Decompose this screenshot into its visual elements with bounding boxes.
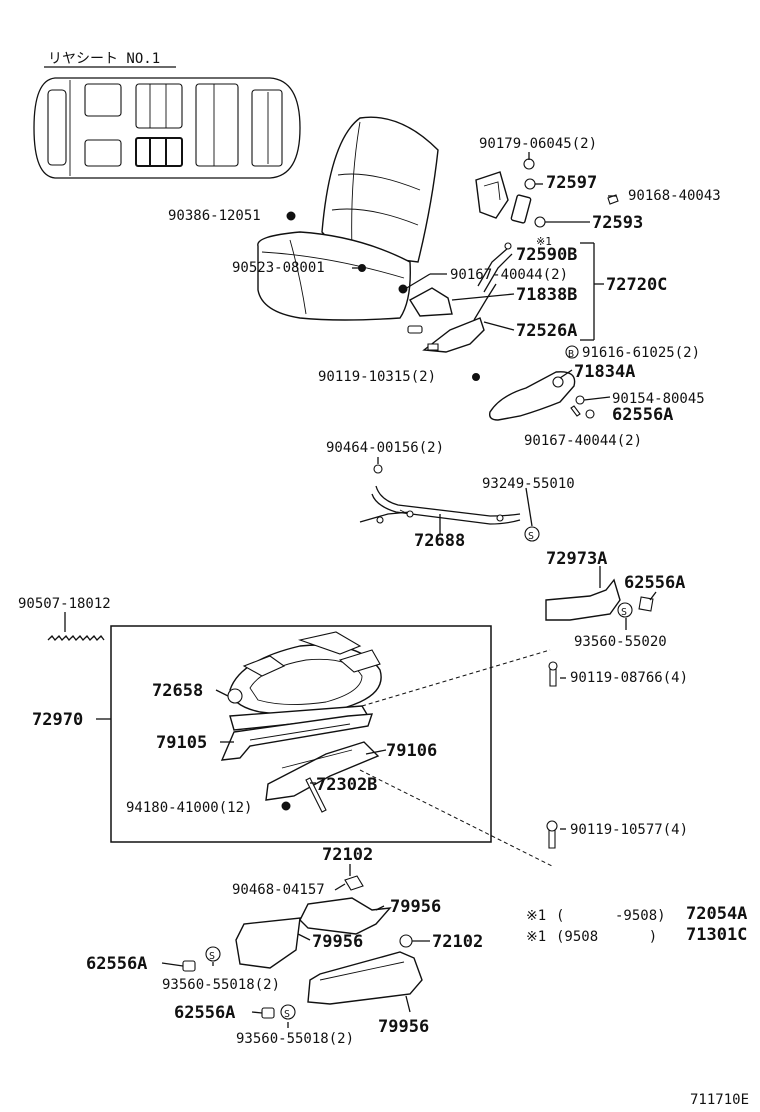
note-2-range: (9508 ) — [556, 929, 657, 945]
tension-spring — [47, 635, 105, 641]
label-72102-b: 72102 — [432, 932, 483, 952]
vehicle-seat-layout-thumbnail: リヤシート NO.1 — [33, 51, 301, 179]
label-90167-40044-a: 90167-40044(2) — [450, 267, 568, 283]
part-number-labels: 90179-06045(2) 72597 90168-40043 72593 9… — [18, 136, 721, 1047]
label-79956-b: 79956 — [312, 932, 363, 952]
label-90468-04157: 90468-04157 — [232, 882, 325, 898]
label-72102-a: 72102 — [322, 845, 373, 865]
label-90168-40043: 90168-40043 — [628, 188, 721, 204]
label-90386-12051: 90386-12051 — [168, 208, 261, 224]
label-79106: 79106 — [386, 741, 437, 761]
recliner-cover-assembly — [475, 158, 619, 228]
applicability-notes: ※1 ( -9508) 72054A ※1 (9508 ) 71301C — [526, 904, 747, 945]
label-72720c: 72720C — [606, 275, 667, 295]
label-90507-18012: 90507-18012 — [18, 596, 111, 612]
recliner-mechanism — [407, 242, 513, 381]
label-71838b: 71838B — [516, 285, 577, 305]
seat-track-rail — [220, 705, 380, 801]
label-71834a: 71834A — [574, 362, 635, 382]
label-72526a: 72526A — [516, 321, 577, 341]
marker-s-2: S — [621, 607, 627, 618]
diagram-title: リヤシート NO.1 — [48, 51, 160, 67]
diagram-code: 711710E — [690, 1092, 749, 1108]
label-94180-41000: 94180-41000(12) — [126, 800, 252, 816]
seat-track-cover — [545, 578, 654, 621]
recliner-lever — [488, 371, 595, 421]
seat-swivel-frame — [227, 631, 382, 716]
marker-s-4: S — [284, 1009, 290, 1020]
label-62556a-2: 62556A — [624, 573, 685, 593]
note-1-range: ( -9508) — [556, 908, 666, 924]
label-90523-08001: 90523-08001 — [232, 260, 325, 276]
label-62556a-1: 62556A — [612, 405, 673, 425]
label-93249-55010: 93249-55010 — [482, 476, 575, 492]
label-72597: 72597 — [546, 173, 597, 193]
label-90119-08766: 90119-08766(4) — [570, 670, 688, 686]
leader-lines — [64, 152, 657, 1028]
label-93560-55018-a: 93560-55018(2) — [162, 977, 280, 993]
note-2-part: 71301C — [686, 925, 747, 945]
label-79956-a: 79956 — [390, 897, 441, 917]
label-90119-10577: 90119-10577(4) — [570, 822, 688, 838]
label-90154-80045: 90154-80045 — [612, 391, 705, 407]
label-90119-10315: 90119-10315(2) — [318, 369, 436, 385]
label-72970: 72970 — [32, 710, 83, 730]
label-62556a-3: 62556A — [86, 954, 147, 974]
label-72593: 72593 — [592, 213, 643, 233]
marker-b: B — [568, 349, 574, 360]
label-90179-06045: 90179-06045(2) — [479, 136, 597, 152]
label-93560-55018-b: 93560-55018(2) — [236, 1031, 354, 1047]
label-79105: 79105 — [156, 733, 207, 753]
label-72658: 72658 — [152, 681, 203, 701]
label-90167-40044-b: 90167-40044(2) — [524, 433, 642, 449]
marker-symbols: B S S S S ※1 — [205, 235, 633, 1020]
label-72973a: 72973A — [546, 549, 607, 569]
note-1-mark: ※1 — [526, 908, 546, 924]
label-91616-61025: 91616-61025(2) — [582, 345, 700, 361]
marker-ref: ※1 — [536, 235, 552, 248]
marker-s-3: S — [209, 951, 215, 962]
label-72688: 72688 — [414, 531, 465, 551]
note-1-part: 72054A — [686, 904, 747, 924]
lower-trim-covers — [182, 875, 423, 1019]
marker-s-1: S — [528, 531, 534, 542]
label-72302b: 72302B — [316, 775, 377, 795]
label-93560-55020: 93560-55020 — [574, 634, 667, 650]
release-cable — [359, 464, 521, 525]
label-72590b: 72590B — [516, 245, 577, 265]
seat-adjuster-assembly-box — [110, 625, 492, 843]
label-62556a-4: 62556A — [174, 1003, 235, 1023]
label-90464-00156: 90464-00156(2) — [326, 440, 444, 456]
label-79956-c: 79956 — [378, 1017, 429, 1037]
note-2-mark: ※1 — [526, 929, 546, 945]
rear-seat-illustration — [257, 116, 439, 321]
